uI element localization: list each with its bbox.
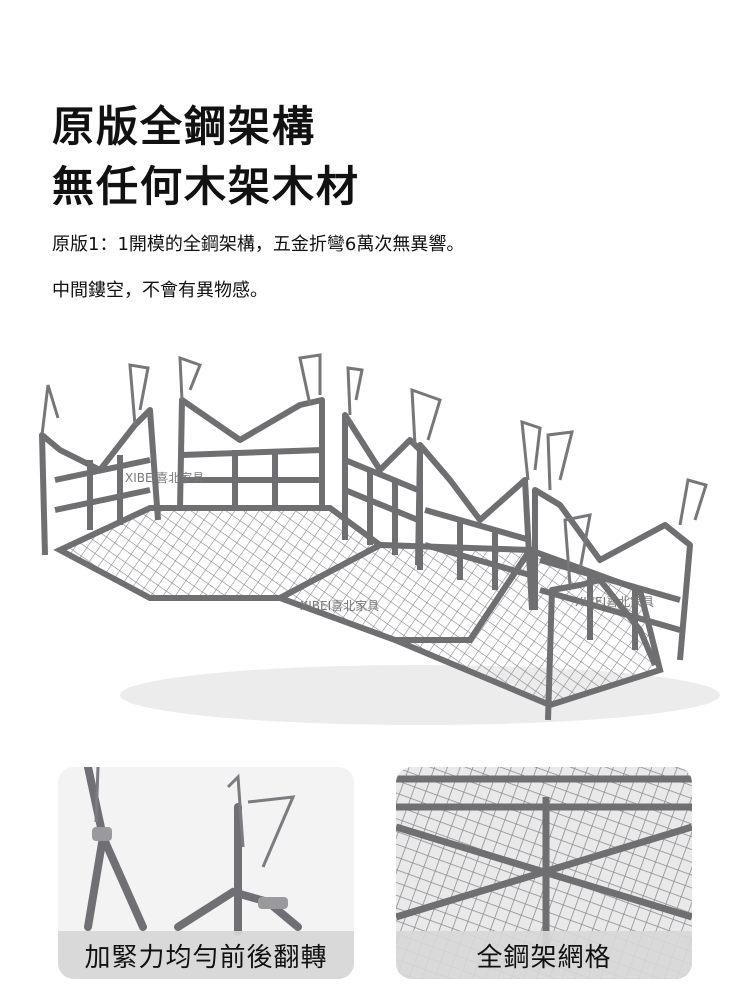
- watermark: XIBEI喜北家具: [575, 594, 654, 609]
- front-arm-frame: [545, 577, 658, 721]
- feature-caption: 加緊力均勻前後翻轉: [58, 931, 354, 979]
- feature-caption: 全鋼架網格: [396, 931, 692, 979]
- headline-line-2: 無任何木架木材: [52, 162, 361, 211]
- back-frame-2: [177, 397, 325, 509]
- back-frame-5: [532, 487, 693, 661]
- feature-card-hinge: 加緊力均勻前後翻轉: [58, 767, 354, 979]
- headline-line-1: 原版全鋼架構: [52, 102, 317, 151]
- back-frame-4: [417, 442, 535, 611]
- watermark: XIBEI喜北家具: [300, 598, 379, 613]
- description-line-1: 原版1：1開模的全鋼架構，五金折彎6萬次無異響。: [52, 234, 465, 255]
- description-line-2: 中間鏤空，不會有異物感。: [52, 280, 268, 301]
- steel-frame-product-image: XIBEI喜北家具 XIBEI喜北家具 XIBEI喜北家具: [39, 353, 720, 725]
- feature-card-mesh: 全鋼架網格: [396, 767, 692, 979]
- watermark: XIBEI喜北家具: [125, 470, 204, 485]
